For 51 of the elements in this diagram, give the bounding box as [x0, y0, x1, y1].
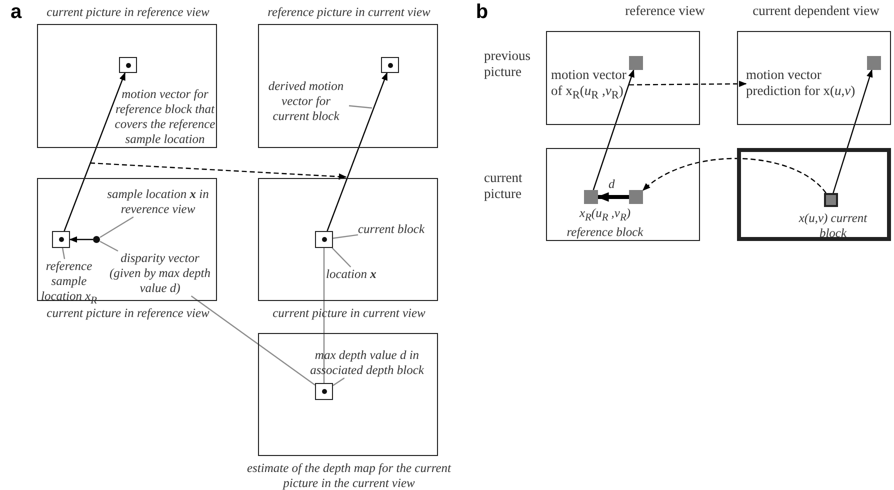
column-heading: reference view: [624, 3, 706, 20]
block-square: [315, 231, 333, 248]
connector-line: [100, 216, 134, 238]
block-square: [119, 57, 137, 73]
annotation-text: motion vector prediction for x(u,v): [746, 67, 878, 100]
column-heading: current dependent view: [752, 3, 880, 20]
block-square: [381, 57, 399, 73]
panel-label: a: [9, 0, 23, 24]
arrow: [642, 158, 826, 194]
annotation-text: disparity vector (given by max depth value d): [105, 251, 215, 296]
arrow: [326, 72, 388, 232]
annotation-text: current block: [358, 222, 436, 237]
sample-dot: [93, 236, 100, 243]
block-caption: x(u,v) current block: [798, 211, 868, 241]
panel-label: b: [474, 0, 490, 24]
arrow: [629, 80, 747, 88]
picture-frame: [737, 31, 891, 125]
frame-caption: reference picture in current view: [266, 5, 432, 20]
arrow: [592, 69, 634, 190]
row-heading: previous picture: [484, 48, 532, 80]
picture-frame: [737, 148, 891, 241]
frame-caption: estimate of the depth map for the current picture in the current view: [246, 461, 452, 490]
connector-line: [332, 378, 345, 386]
arrow: [832, 69, 873, 194]
frame-caption: current picture in reference view: [46, 306, 210, 321]
arrow: [64, 72, 126, 232]
annotation-text: derived motion vector for current block: [263, 79, 349, 124]
connector-line: [100, 240, 118, 252]
annotation-text: motion vector for reference block that covers the reference sample location: [114, 87, 216, 147]
shaded-block: [629, 56, 643, 70]
connector-line: [62, 248, 66, 260]
arrow: [90, 162, 347, 180]
picture-frame: [546, 31, 700, 125]
arrow: [596, 192, 629, 202]
annotation-text: sample location x in reverence view: [106, 187, 210, 217]
shaded-block: [629, 190, 643, 204]
connector-line: [323, 248, 325, 383]
block-square: [52, 231, 70, 248]
connector-line: [348, 105, 372, 109]
arrow: [69, 236, 93, 243]
connector-line: [332, 248, 352, 268]
row-heading: current picture: [484, 170, 524, 202]
block-caption: x$_{R}$(u$_{R}$ ,v$_{R}$) reference block: [566, 206, 644, 240]
shaded-block: [867, 56, 881, 70]
picture-frame: [546, 148, 700, 241]
connector-line: [190, 296, 316, 386]
annotation-text: motion vector of x$_{R}$(u$_{R}$ ,v$_{R}$): [551, 67, 629, 104]
annotation-text: location x: [326, 267, 390, 282]
connector-line: [332, 234, 358, 239]
frame-caption: current picture in reference view: [46, 5, 210, 20]
block-square: [315, 383, 333, 400]
